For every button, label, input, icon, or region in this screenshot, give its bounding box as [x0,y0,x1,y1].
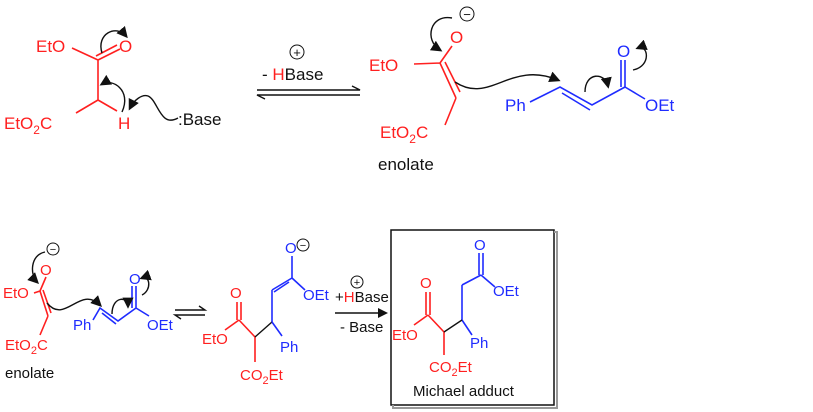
oet-label: OEt [147,317,174,334]
protonation-arrow: + +HBase - Base [335,275,389,336]
oet-label: OEt [645,96,675,115]
enolate-bottom: O − EtO EtO2C enolate [3,242,102,382]
enolate-intermediate: O − OEt O EtO Ph CO2Et [202,238,330,387]
eto2c-label: EtO2C [4,114,52,137]
plus-charge: + [293,45,301,60]
minus-charge: − [463,7,471,22]
oet-label: OEt [303,287,330,304]
ph-label: Ph [470,335,488,352]
ethyl-cinnamate-top: Ph O OEt [505,39,675,115]
eto2c-label: EtO2C [380,123,428,146]
michael-adduct-box: O OEt O EtO Ph CO2Et Michael adduct [390,229,558,409]
eto-label: EtO [392,327,418,344]
base-label: :Base [178,110,221,129]
oet-label: OEt [493,283,520,300]
co2et-label: CO2Et [429,359,473,379]
ph-label: Ph [280,339,298,356]
plus-hbase-label: +HBase [335,289,389,306]
enolate-o: O [40,262,52,279]
enolate-top: O − EtO EtO2C enolate [369,6,561,174]
carbonyl-o-top: O [474,237,486,254]
carbonyl-o: O [230,285,242,302]
carbonyl-o: O [617,42,630,61]
diethyl-malonate: EtO O EtO2C H [4,37,132,137]
minus-charge: − [300,240,306,252]
minus-base-label: - Base [340,319,383,336]
eto-label: EtO [3,285,29,302]
ph-label: Ph [505,96,526,115]
minus-charge: − [50,244,56,256]
michael-adduct-label: Michael adduct [413,383,515,400]
ph-label: Ph [73,317,91,334]
carbonyl-o-label: O [119,37,132,56]
eto-label: EtO [202,331,228,348]
carbonyl-o: O [129,271,141,288]
plus-charge: + [354,277,360,289]
minus-hbase-label: - HBase [262,65,323,84]
enolate-o: O [450,28,463,47]
ethyl-cinnamate-bottom: Ph O OEt [73,269,174,334]
carbonyl-o: O [420,275,432,292]
eto-label: EtO [369,56,398,75]
enolate-label: enolate [378,155,434,174]
eto2c-label: EtO2C [5,337,48,357]
electron-push-arrows [99,25,179,121]
co2et-label: CO2Et [240,367,284,387]
eto-label: EtO [36,37,65,56]
acidic-h-label: H [118,114,130,133]
equilibrium-arrow-2 [172,305,208,320]
enolate-label: enolate [5,365,54,382]
equilibrium-arrow-1: + - HBase [256,44,361,100]
enolate-o: O [285,240,297,257]
